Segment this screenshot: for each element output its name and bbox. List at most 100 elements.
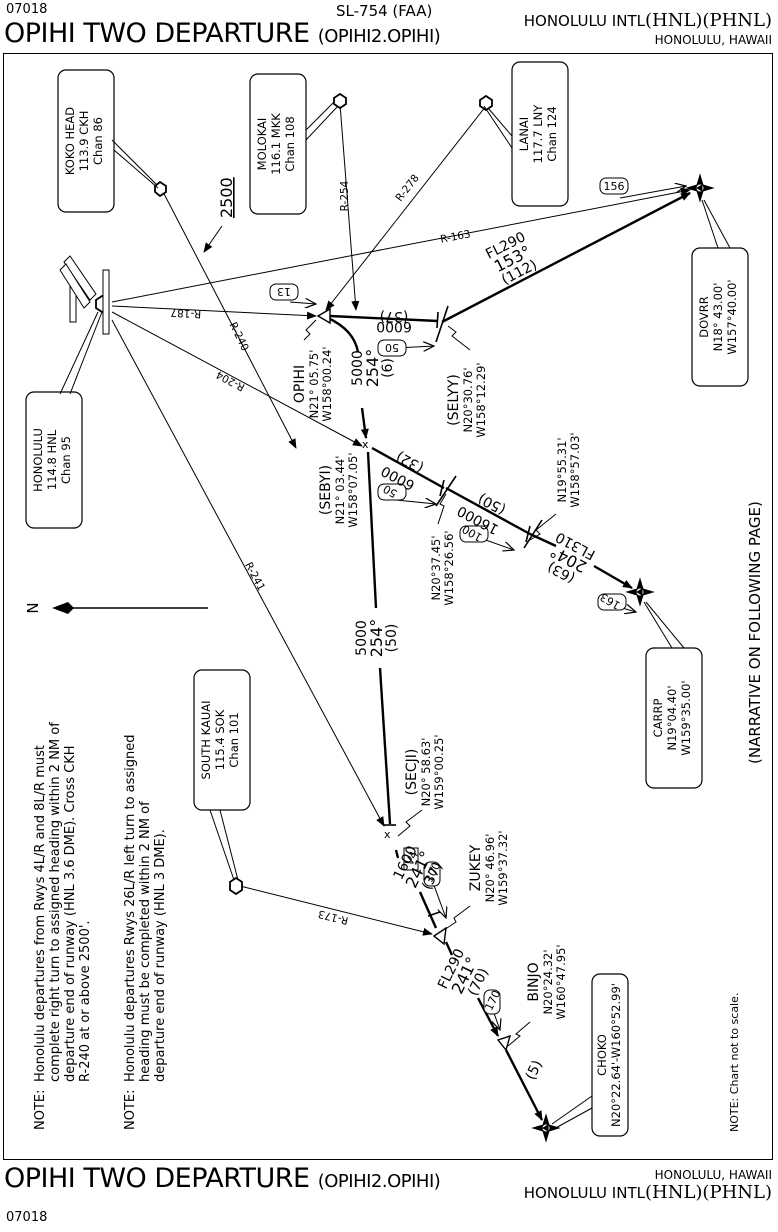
note2-line-1: Honolulu departures Rwys 26L/R left turn… [123, 734, 138, 1082]
dovrr-box [691, 247, 749, 387]
opihi-name: OPIHI [292, 365, 308, 403]
koko-head-box [57, 69, 115, 213]
selyy-lon: W158°12.29' [474, 362, 488, 437]
dovrr-lat: N18° 43.00' [711, 283, 725, 352]
leg-selyy-dovrr [441, 191, 691, 324]
carrp-box [645, 647, 703, 789]
narrative-note: (NARRATIVE ON FOLLOWING PAGE) [746, 501, 764, 764]
choko-latlon: N20°22.64'-W160°52.99' [609, 983, 623, 1127]
note1-label: NOTE: [33, 1090, 48, 1131]
note2-label: NOTE: [123, 1090, 138, 1131]
carrp-lon: W159°35.00' [679, 680, 693, 755]
scale-note: NOTE: Chart not to scale. [728, 993, 741, 1132]
selyy-mea-box: 50 [385, 341, 399, 354]
sebyi-fix-icon[interactable]: x [362, 438, 369, 451]
selyy-name: (SELYY) [446, 374, 462, 426]
secji-lat: N20° 58.63' [419, 738, 433, 807]
city-name: HONOLULU, HAWAII [654, 33, 772, 47]
secji-fix-icon[interactable]: x [384, 828, 391, 841]
va-box: V4 [403, 849, 421, 868]
r187-line [111, 305, 317, 320]
leg-zukey-binjo [444, 941, 454, 956]
footer-airport-name: HONOLULU INTL [523, 1184, 645, 1202]
sebyi-lat: N21° 03.44' [333, 456, 347, 525]
south-kauai-vortac-icon[interactable] [229, 876, 243, 896]
footer-airport: HONOLULU INTL(HNL)(PHNL) [524, 1182, 772, 1203]
r163-line [111, 187, 691, 303]
procedure-title: OPIHI TWO DEPARTURE (OPIHI2.OPIHI) [4, 18, 441, 49]
choko-fix-icon[interactable] [531, 1113, 561, 1143]
binjo-waypoint-icon[interactable] [496, 1034, 512, 1052]
sebyi-leg-course: 254° [363, 349, 382, 388]
footer-airport-ids: (HNL)(PHNL) [644, 1182, 772, 1203]
zukey-waypoint-icon[interactable] [432, 926, 447, 946]
dovrr-mea-box: 156 [604, 180, 625, 193]
note2-line-2: heading must be completed within 2 NM of [138, 801, 153, 1082]
binjo-lon: W160°47.95' [554, 944, 568, 1019]
north-label: N [24, 602, 42, 613]
leg-opihi-sebyi [360, 407, 369, 439]
leg-opihi-selyy [329, 314, 439, 323]
sebyi-leg-dist: (6) [380, 358, 396, 378]
sebyi-lon: W158°07.05' [346, 452, 360, 527]
koko-head-chan: Chan 86 [91, 117, 105, 165]
sebyi-name: (SEBYI) [318, 465, 334, 515]
lanai-box [511, 61, 569, 207]
r241-line [111, 319, 385, 827]
honolulu-freq: 114.8 HNL [45, 429, 59, 490]
r278-label: R-278 [393, 172, 421, 204]
airport-name: HONOLULU INTL(HNL)(PHNL) [524, 10, 772, 31]
binjo-lat: N20°24.32' [541, 949, 555, 1014]
carrp-lat: N19°04.40' [665, 685, 679, 750]
carrp-fix-icon[interactable] [625, 577, 655, 607]
choko-name: CHOKO [595, 1034, 609, 1076]
leg-mid-mid2 [445, 486, 531, 536]
honolulu-name: HONOLULU [31, 428, 45, 492]
choko-box [591, 973, 629, 1137]
lanai-vortac-icon[interactable] [479, 94, 493, 112]
secji-leg-course: 254° [367, 619, 386, 658]
secji-leg-dist: (50) [384, 624, 400, 653]
honolulu-chan: Chan 95 [59, 436, 73, 484]
leg-binjo-choko [504, 1049, 544, 1121]
zukey-lon: W159°37.32' [496, 830, 510, 905]
r173-line [239, 885, 433, 936]
south-kauai-box [193, 669, 251, 811]
molokai-box [249, 73, 307, 215]
molokai-vortac-icon[interactable] [333, 92, 347, 110]
secji-leg-alt: 5000 [354, 620, 370, 656]
fix-mid2-lon: W158°57.03' [568, 432, 582, 507]
r278-line [325, 105, 487, 311]
dovrr-fix-icon[interactable] [685, 173, 715, 203]
footer-title: OPIHI TWO DEPARTURE (OPIHI2.OPIHI) [4, 1163, 441, 1194]
fix-mid2-lat: N19°55.31' [555, 437, 569, 502]
note1-line-4: R-240 at or above 2500'. [78, 920, 93, 1082]
note1-line-2: complete right turn to assigned heading … [48, 722, 63, 1082]
r187-label: R-187 [170, 306, 201, 320]
molokai-chan: Chan 108 [283, 116, 297, 171]
selyy-leg-dist: (37) [380, 308, 409, 324]
koko-head-vortac-icon[interactable] [154, 180, 167, 198]
r173-label: R-173 [317, 907, 350, 926]
note2-line-3: departure end of runway (HNL 3 DME). [153, 829, 168, 1082]
opihi-waypoint-icon[interactable] [316, 307, 331, 325]
honolulu-runway-icon [59, 255, 110, 335]
selyy-leg-alt: 6000 [376, 318, 412, 334]
footer-city: HONOLULU, HAWAII [654, 1168, 772, 1182]
lanai-freq: 117.7 LNY [531, 104, 545, 164]
secji-lon: W159°00.25' [432, 734, 446, 809]
airport-name-text: HONOLULU INTL [523, 12, 645, 30]
title-text: OPIHI TWO DEPARTURE [4, 18, 310, 49]
leg-secji-dash [394, 849, 400, 859]
r204-line [111, 311, 363, 447]
r240-label: R-240 [227, 320, 251, 353]
opihi-turn-leg [327, 316, 360, 353]
note1-line-1: Honolulu departures from Rwys 4L/R and 8… [33, 745, 48, 1082]
min-alt-2500: 2500 [217, 177, 236, 218]
secji-name: (SECJI) [404, 749, 420, 796]
opihi-mea-box: 13 [277, 285, 291, 298]
r240-line [159, 185, 297, 449]
fix-mid-lon: W158°26.56' [442, 530, 456, 605]
opihi-lon: W158°00.24' [320, 346, 334, 421]
dovrr-name: DOVRR [697, 296, 711, 338]
